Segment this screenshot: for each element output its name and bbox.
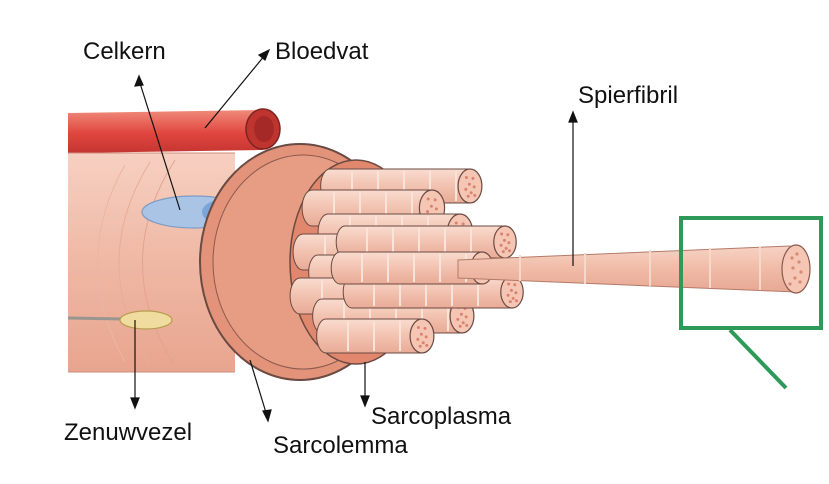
myofibril-bundle — [289, 168, 524, 354]
pointer-sarcolemma — [249, 359, 268, 417]
label-pointers — [130, 48, 578, 423]
label-celkern: Celkern — [83, 38, 166, 65]
myofibril-tube — [316, 318, 435, 354]
pointer-celkern — [138, 79, 181, 211]
label-sarcoplasma: Sarcoplasma — [371, 403, 512, 430]
highlight-box — [679, 216, 823, 390]
pointer-bloedvat — [204, 54, 266, 129]
label-bloedvat: Bloedvat — [275, 38, 369, 65]
label-spierfibril: Spierfibril — [578, 82, 679, 109]
label-zenuwvezel: Zenuwvezel — [64, 419, 193, 446]
label-sarcolemma: Sarcolemma — [273, 432, 408, 459]
nerve-fiber — [67, 310, 173, 330]
blood-vessel — [68, 108, 281, 153]
